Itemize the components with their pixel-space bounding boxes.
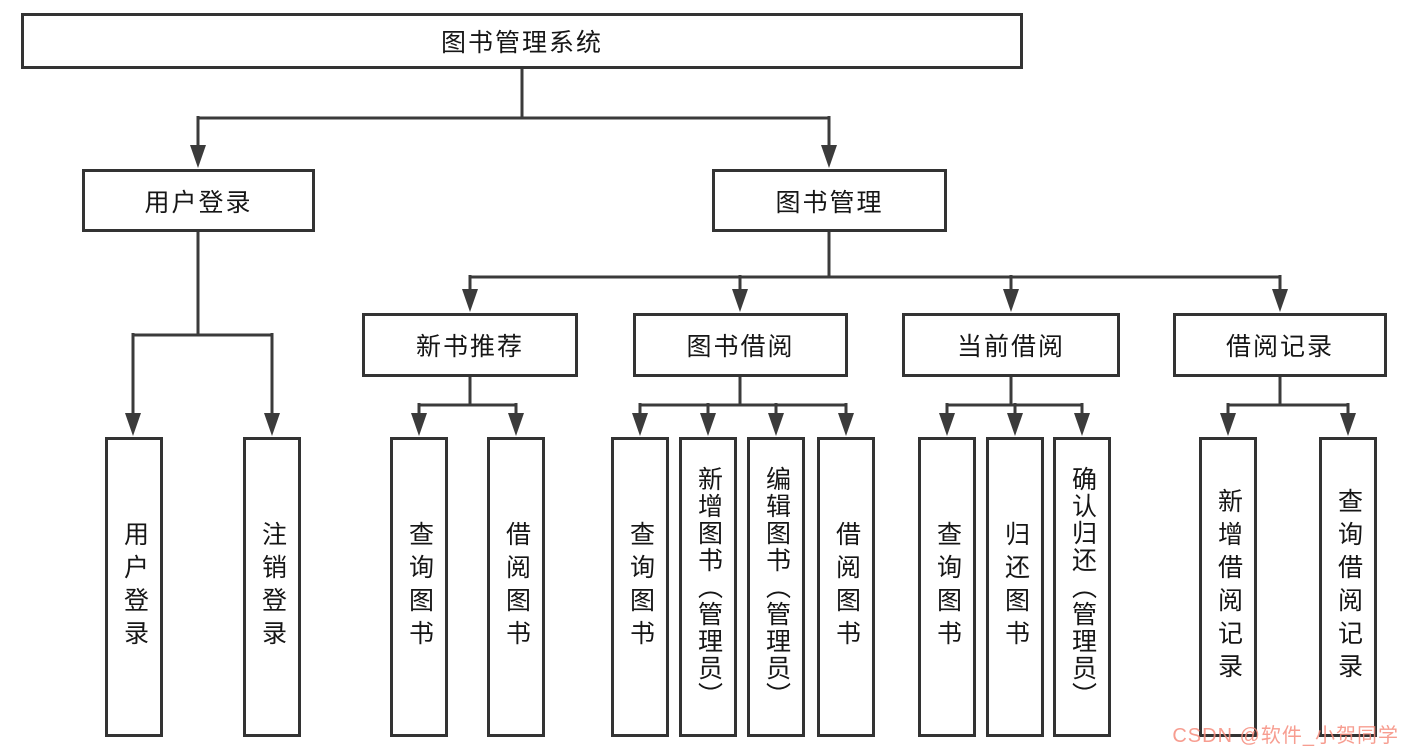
node-book-management: 图书管理: [712, 169, 947, 232]
node-label: 借阅记录: [1225, 333, 1334, 361]
node-label: 当前借阅: [956, 333, 1065, 361]
node-borrowing-records: 借阅记录: [1173, 313, 1387, 377]
leaf-label: 新增借阅记录: [1214, 488, 1243, 686]
leaf-query-books-current: 查询图书: [918, 437, 976, 737]
node-book-borrowing: 图书借阅: [633, 313, 848, 377]
leaf-confirm-return-admin: 确认归还（管理员）: [1053, 437, 1111, 737]
leaf-borrow-books-borrowing: 借阅图书: [817, 437, 875, 737]
leaf-label: 用户登录: [120, 521, 149, 653]
leaf-label: 查询图书: [626, 521, 655, 653]
node-current-borrowing: 当前借阅: [902, 313, 1120, 377]
leaf-label: 查询图书: [405, 521, 434, 653]
node-label: 用户登录: [144, 188, 253, 217]
leaf-label: 新增图书（管理员）: [694, 465, 723, 709]
watermark: CSDN @软件_小贺同学: [1172, 725, 1399, 747]
node-label: 图书管理系统: [440, 29, 603, 57]
leaf-label: 编辑图书（管理员）: [762, 465, 791, 709]
node-user-login: 用户登录: [82, 169, 315, 232]
leaf-label: 借阅图书: [832, 521, 861, 653]
leaf-label: 归还图书: [1001, 521, 1030, 653]
leaf-return-books: 归还图书: [986, 437, 1044, 737]
leaf-label: 借阅图书: [502, 521, 531, 653]
node-label: 图书借阅: [686, 333, 795, 361]
node-label: 新书推荐: [415, 333, 524, 361]
leaf-user-login: 用户登录: [105, 437, 163, 737]
node-new-book-recommend: 新书推荐: [362, 313, 578, 377]
leaf-edit-books-admin: 编辑图书（管理员）: [747, 437, 805, 737]
leaf-query-books-borrowing: 查询图书: [611, 437, 669, 737]
leaf-label: 查询借阅记录: [1334, 488, 1363, 686]
leaf-label: 注销登录: [258, 521, 287, 653]
leaf-query-books-recommend: 查询图书: [390, 437, 448, 737]
leaf-label: 确认归还（管理员）: [1068, 465, 1097, 709]
node-label: 图书管理: [775, 188, 884, 217]
leaf-add-borrow-record: 新增借阅记录: [1199, 437, 1257, 737]
leaf-label: 查询图书: [933, 521, 962, 653]
leaf-logout-login: 注销登录: [243, 437, 301, 737]
node-library-management-system: 图书管理系统: [21, 13, 1023, 69]
leaf-query-borrow-record: 查询借阅记录: [1319, 437, 1377, 737]
leaf-add-books-admin: 新增图书（管理员）: [679, 437, 737, 737]
leaf-borrow-books-recommend: 借阅图书: [487, 437, 545, 737]
